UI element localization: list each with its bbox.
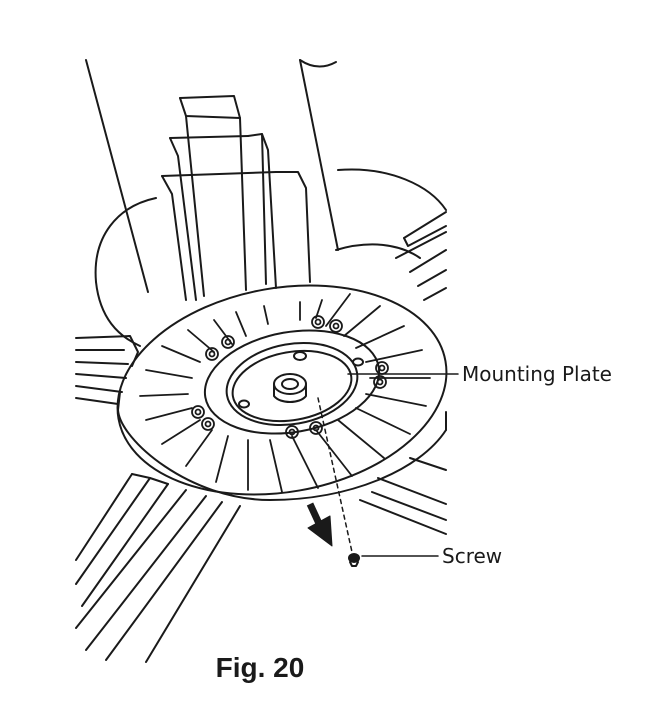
right-blade: [395, 211, 447, 301]
figure-caption: Fig. 20: [215, 652, 305, 683]
upper-blade: [85, 59, 339, 301]
lower-right-blade: [359, 457, 447, 535]
left-blade: [75, 335, 139, 405]
flange-screws: [191, 315, 389, 439]
down-arrow-icon: [306, 502, 333, 547]
ribbed-flange: [116, 284, 448, 501]
screw-icon: [348, 553, 360, 567]
mounting-plate-label: Mounting Plate: [462, 362, 612, 386]
flange-ribs: [139, 293, 431, 493]
mounting-plate: [203, 329, 381, 435]
screw-path-dashed: [317, 397, 353, 553]
screw-label: Screw: [442, 544, 503, 568]
lower-left-blade: [75, 473, 241, 663]
